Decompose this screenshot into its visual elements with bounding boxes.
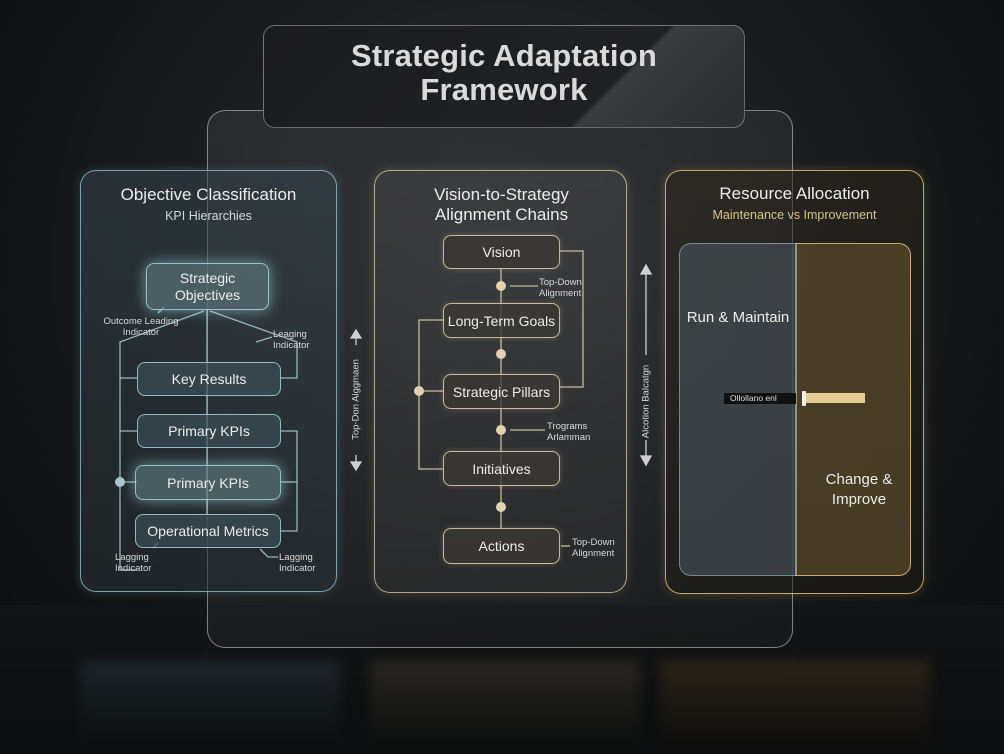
title-box: Strategic Adaptation Framework — [263, 25, 745, 128]
change-improve-area[interactable]: Change & Improve — [796, 243, 911, 576]
annotation-lagging-indicator: Lagging Indicator — [115, 552, 152, 574]
reflection-right — [660, 660, 930, 754]
change-improve-label: Change & Improve — [825, 471, 893, 508]
panel-title: Vision-to-Strategy Alignment Chains — [434, 185, 569, 224]
annotation-lagging-indicator: Lagging Indicator — [279, 552, 316, 574]
reflection-left — [80, 660, 340, 754]
allocation-divider — [795, 243, 797, 576]
annotation-programs-alignment: Trograms Arlamman — [547, 421, 591, 443]
node-operational-metrics[interactable]: Operational Metrics — [135, 514, 281, 548]
node-strategic-pillars[interactable]: Strategic Pillars — [443, 374, 560, 409]
allocation-slider-handle[interactable] — [802, 391, 806, 406]
connector-label-top-down: Top-Don Aiggmaen — [350, 359, 362, 440]
node-primary-kpis[interactable]: Primary KPIs — [137, 414, 281, 448]
node-primary-kpis[interactable]: Primary KPIs — [135, 465, 281, 500]
node-strategic-objectives[interactable]: Strategic Objectives — [146, 263, 269, 310]
allocation-slider-track[interactable] — [803, 393, 865, 403]
annotation-top-down-alignment: Top-Down Alignment — [572, 537, 615, 559]
node-vision[interactable]: Vision — [443, 235, 560, 269]
annotation-outcome-leading: Outcome Leading Indicator — [103, 316, 179, 338]
annotation-top-down-alignment: Top-Down Alignment — [539, 277, 582, 299]
node-initiatives[interactable]: Initiatives — [443, 451, 560, 486]
node-long-term-goals[interactable]: Long-Term Goals — [443, 303, 560, 338]
panel-subtitle: Maintenance vs Improvement — [712, 208, 877, 222]
node-key-results[interactable]: Key Results — [137, 362, 281, 396]
allocation-slider-label: Ollollano enl — [724, 393, 796, 404]
run-maintain-label: Run & Maintain — [686, 309, 790, 326]
node-actions[interactable]: Actions — [443, 528, 560, 564]
panel-subtitle: KPI Hierarchies — [165, 209, 252, 223]
reflection-center-panel — [207, 612, 795, 674]
connector-label-allocation: Alcotion Balcatgn — [640, 364, 652, 439]
panel-title: Resource Allocation — [719, 184, 870, 203]
floor-surface — [0, 605, 1004, 754]
panel-title: Objective Classification — [120, 185, 297, 204]
page-title: Strategic Adaptation Framework — [351, 38, 657, 107]
run-maintain-area[interactable]: Run & Maintain — [679, 243, 796, 576]
reflection-middle — [370, 660, 640, 754]
annotation-leaging-indicator: Leaging Indicator — [273, 329, 310, 351]
